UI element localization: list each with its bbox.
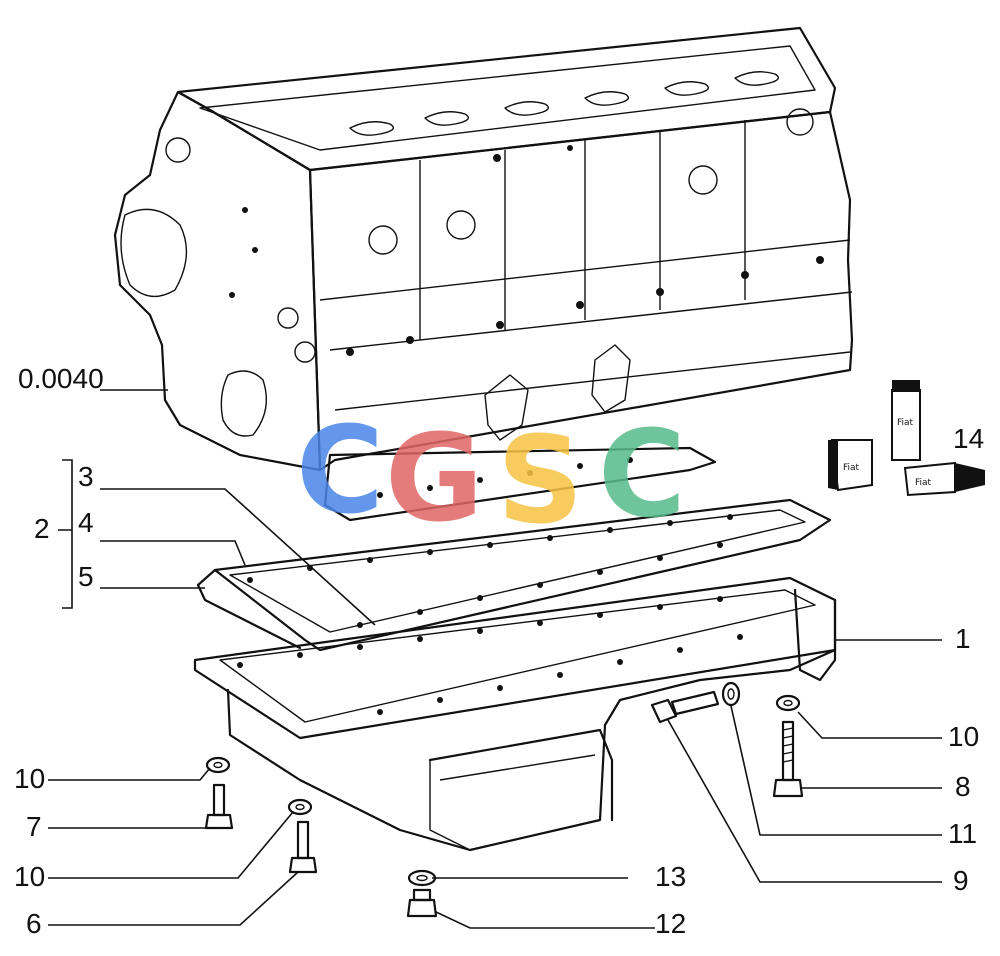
callout-9: 9: [953, 865, 969, 896]
screw-8: [772, 720, 804, 798]
callout-1: 1: [955, 623, 971, 654]
gasket-strip-upper: [323, 446, 717, 522]
watermark-letter-4: C: [598, 406, 686, 545]
leader-lines: [48, 389, 942, 929]
callout-13: 13: [655, 861, 686, 892]
watermark-letter-2: G: [385, 410, 484, 549]
gasket-frame: [196, 498, 832, 652]
screw-6: [288, 820, 318, 874]
oil-pan: [193, 576, 837, 852]
callout-3: 3: [78, 461, 94, 492]
screw-7: [204, 783, 234, 830]
sealant-tube-label: Fiat: [897, 418, 914, 428]
sealant-box-left-label: Fiat: [843, 463, 860, 473]
cgsc-watermark: C G S C: [296, 402, 686, 551]
callout-10-left-upper: 10: [14, 763, 45, 794]
callout-4: 4: [78, 507, 94, 538]
watermark-letter-3: S: [497, 412, 583, 551]
callout-2: 2: [34, 513, 50, 544]
watermark-letter-1: C: [296, 402, 384, 541]
engine-block: [113, 26, 854, 472]
callout-11: 11: [948, 818, 977, 849]
callout-10-left-lower: 10: [14, 861, 45, 892]
drain-plug-12: [406, 888, 438, 918]
callout-0-0040: 0.0040: [18, 363, 104, 394]
callout-7: 7: [26, 811, 42, 842]
washer-11: [721, 681, 741, 707]
callout-numbers: 0.0040 3 2 4 5 14 1 10 8 11 9 10 7 10 6 …: [14, 363, 984, 939]
sealant-box-right-label: Fiat: [915, 478, 932, 488]
callout-6: 6: [26, 908, 42, 939]
callout-5: 5: [78, 561, 94, 592]
bolt-9: [650, 690, 720, 724]
sealant-kit-14: Fiat Fiat Fiat: [828, 380, 985, 497]
washer-10-left-lower: [287, 798, 313, 816]
callout-12: 12: [655, 908, 686, 939]
callout-10-right: 10: [948, 721, 979, 752]
washer-10-right: [775, 694, 801, 712]
callout-8: 8: [955, 771, 971, 802]
washer-13: [407, 869, 437, 887]
washer-10-left-upper: [205, 756, 231, 774]
callout-14: 14: [953, 423, 984, 454]
